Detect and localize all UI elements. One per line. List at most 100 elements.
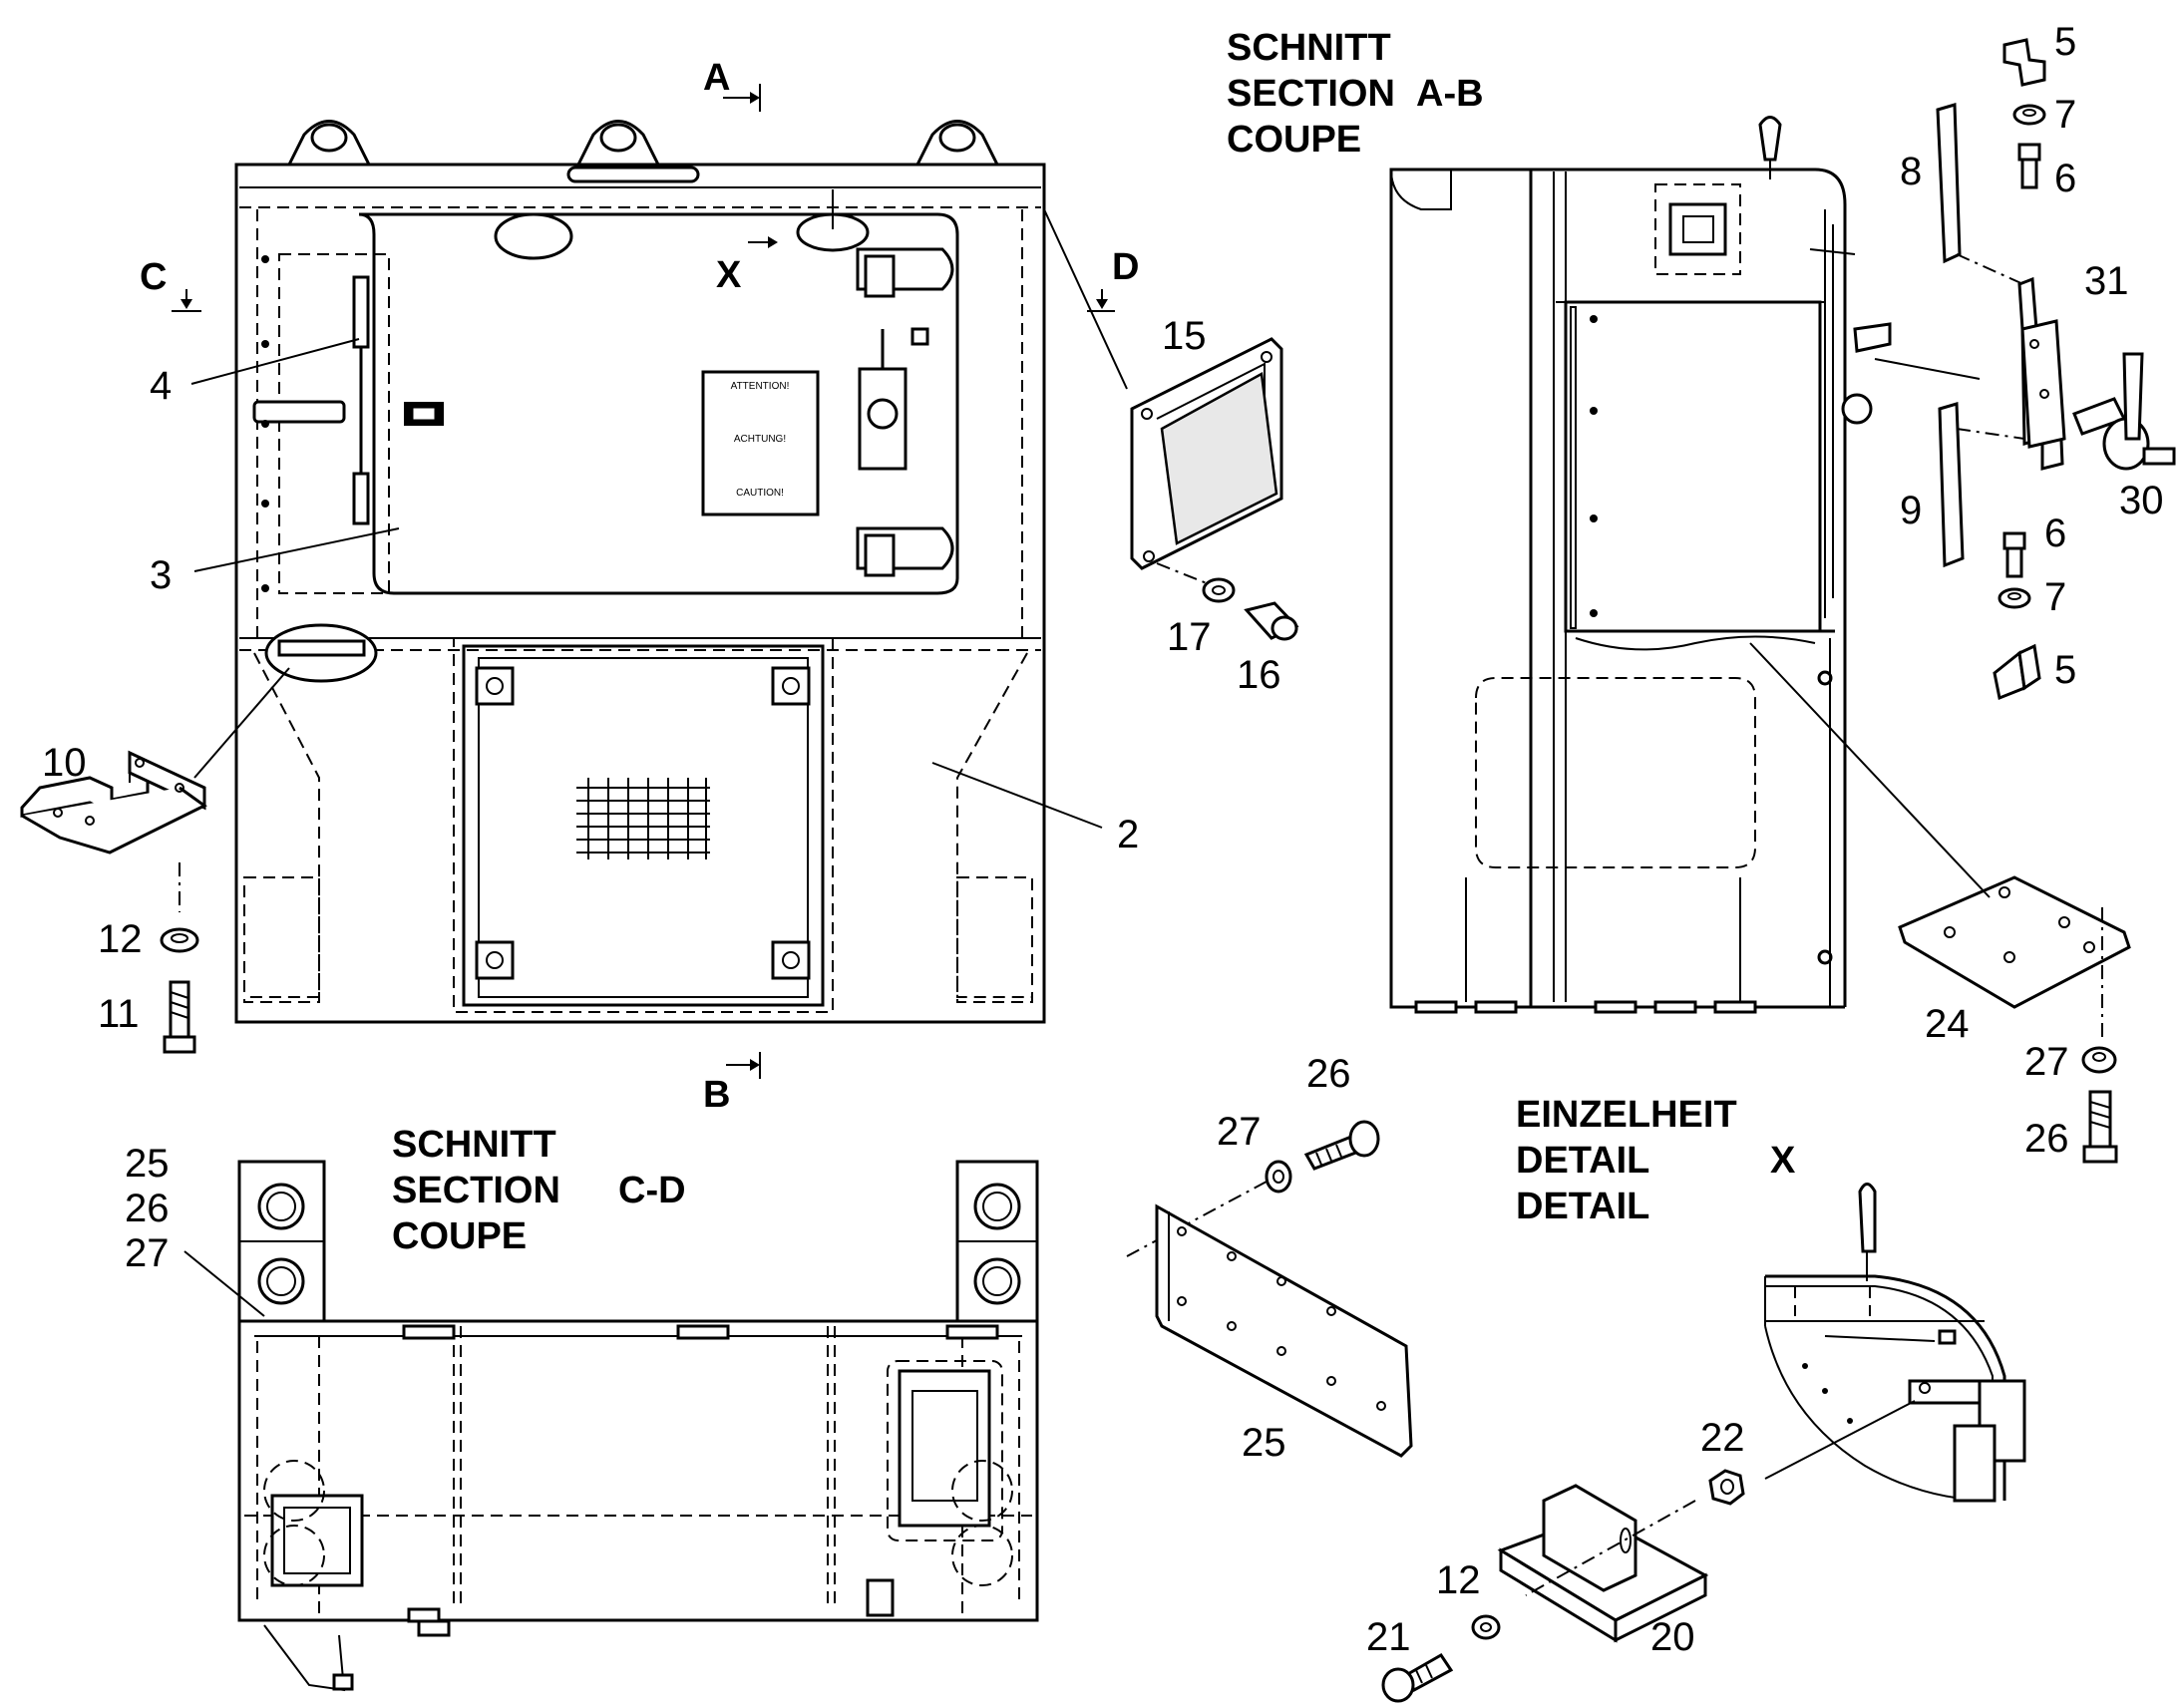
detail-x-line1: EINZELHEIT xyxy=(1516,1094,1737,1136)
hinge-upper xyxy=(856,247,954,298)
section-d-label: D xyxy=(1112,246,1139,288)
section-ab-heading: SCHNITT SECTION COUPE A-B xyxy=(1227,27,1484,161)
part-6-screw-bottom xyxy=(2002,531,2026,578)
section-cd-line3: COUPE xyxy=(392,1215,527,1257)
section-mark-a: A xyxy=(703,57,761,112)
warning-line-3: CAUTION! xyxy=(736,488,784,499)
part-label-25-left: 25 xyxy=(125,1142,170,1186)
part-25-plate xyxy=(1155,1203,1413,1458)
lower-panel xyxy=(462,644,825,1007)
part-15-cover xyxy=(1130,337,1283,570)
detail-x-label: X xyxy=(716,254,742,296)
part-label-26-left: 26 xyxy=(125,1187,170,1230)
section-c-label: C xyxy=(140,256,167,298)
part-31-latch xyxy=(2017,276,2066,471)
part-21-bolt xyxy=(1381,1653,1454,1703)
detail-x-view xyxy=(1764,1183,2026,1503)
part-24-plate xyxy=(1898,875,2131,1009)
part-label-11: 11 xyxy=(98,992,140,1036)
part-label-21: 21 xyxy=(1366,1615,1411,1659)
warning-line-2: ACHTUNG! xyxy=(734,434,786,445)
section-cd-id: C-D xyxy=(618,1170,686,1211)
part-label-22: 22 xyxy=(1700,1416,1745,1460)
part-30-handle xyxy=(2072,352,2176,471)
section-ab-view xyxy=(1389,116,1892,1014)
part-7-washer-top xyxy=(2012,104,2046,126)
lifting-eye-middle xyxy=(575,120,661,167)
detail-x-line2: DETAIL xyxy=(1516,1140,1649,1182)
section-ab-id: A-B xyxy=(1416,73,1484,115)
panel-fastener-tl xyxy=(475,666,515,706)
warning-sign: ATTENTION! ACHTUNG! CAUTION! xyxy=(701,370,820,516)
rivets-left xyxy=(261,255,269,592)
part-5-clip-top xyxy=(2002,38,2046,87)
part-7-washer-bottom xyxy=(1998,587,2031,609)
section-mark-b: B xyxy=(703,1052,761,1116)
part-label-26-right: 26 xyxy=(2024,1117,2069,1161)
part-12-washer-detail xyxy=(1471,1614,1501,1640)
panel-fastener-br xyxy=(771,940,811,980)
part-label-17: 17 xyxy=(1167,615,1212,659)
part-label-27-right: 27 xyxy=(2024,1040,2069,1084)
hinge-plate-dashed xyxy=(278,253,390,594)
panel-fastener-tr xyxy=(771,666,811,706)
top-handle xyxy=(566,166,700,183)
section-cd-line1: SCHNITT xyxy=(392,1124,556,1166)
lifting-eye-right xyxy=(914,120,1000,167)
part-label-15: 15 xyxy=(1162,314,1207,358)
part-label-27-mid: 27 xyxy=(1217,1110,1262,1154)
housing-outline xyxy=(234,163,1046,1024)
part-22-nut xyxy=(1708,1469,1745,1506)
hinge-lower xyxy=(856,526,954,577)
detail-x-id: X xyxy=(1770,1140,1796,1182)
section-cd-line2: SECTION xyxy=(392,1170,560,1211)
section-ab-line2: SECTION xyxy=(1227,73,1395,115)
part-label-12-detail: 12 xyxy=(1436,1558,1481,1602)
part-label-30: 30 xyxy=(2119,479,2164,522)
part-label-4: 4 xyxy=(150,364,172,408)
part-6-screw-top xyxy=(2017,143,2041,189)
part-12-washer-left xyxy=(160,927,199,953)
part-label-6-bottom: 6 xyxy=(2044,512,2066,555)
part-label-9: 9 xyxy=(1900,489,1922,532)
part-16-screw xyxy=(1244,601,1299,641)
part-label-27-left: 27 xyxy=(125,1231,170,1275)
part-26-bolt-right xyxy=(2082,1090,2118,1164)
part-label-3: 3 xyxy=(150,553,172,597)
part-label-2: 2 xyxy=(1117,813,1139,856)
part-label-6-top: 6 xyxy=(2054,157,2076,200)
lifting-eye-left xyxy=(286,120,372,167)
detail-mark-x: X xyxy=(716,236,778,296)
section-mark-c: C xyxy=(140,256,201,312)
warning-line-1: ATTENTION! xyxy=(731,381,790,392)
front-view: ATTENTION! ACHTUNG! CAUTION! xyxy=(140,57,1139,1116)
detail-x-line3: DETAIL xyxy=(1516,1186,1649,1227)
part-label-31: 31 xyxy=(2084,259,2129,303)
part-8-strip xyxy=(1936,103,1962,264)
section-cd-view xyxy=(237,1160,1039,1692)
part-27-washer-right xyxy=(2081,1046,2117,1074)
section-ab-line1: SCHNITT xyxy=(1227,27,1391,69)
part-label-8: 8 xyxy=(1900,150,1922,193)
section-cd-heading: SCHNITT SECTION COUPE C-D xyxy=(392,1124,686,1257)
part-label-24: 24 xyxy=(1925,1002,1970,1046)
detail-x-heading: EINZELHEIT DETAIL DETAIL X xyxy=(1516,1094,1796,1227)
section-b-label: B xyxy=(703,1074,730,1116)
part-17-washer xyxy=(1202,577,1236,603)
part-20-block xyxy=(1497,1484,1709,1643)
panel-fastener-bl xyxy=(475,940,515,980)
part-label-7-bottom: 7 xyxy=(2044,575,2066,619)
vent-grille xyxy=(576,778,710,859)
part-9-strip xyxy=(1938,402,1965,568)
part-label-25-mid: 25 xyxy=(1242,1421,1286,1465)
part-label-7-top: 7 xyxy=(2054,93,2076,137)
part-5-clip-bottom xyxy=(1993,643,2041,701)
door-panel xyxy=(358,212,959,595)
part-10-bracket xyxy=(20,750,207,854)
part-26-bolt-mid xyxy=(1303,1120,1380,1171)
section-mark-d: D xyxy=(1087,246,1139,312)
part-label-26-mid: 26 xyxy=(1306,1052,1351,1096)
part-11-bolt xyxy=(163,980,196,1054)
part-label-5-top: 5 xyxy=(2054,20,2076,64)
